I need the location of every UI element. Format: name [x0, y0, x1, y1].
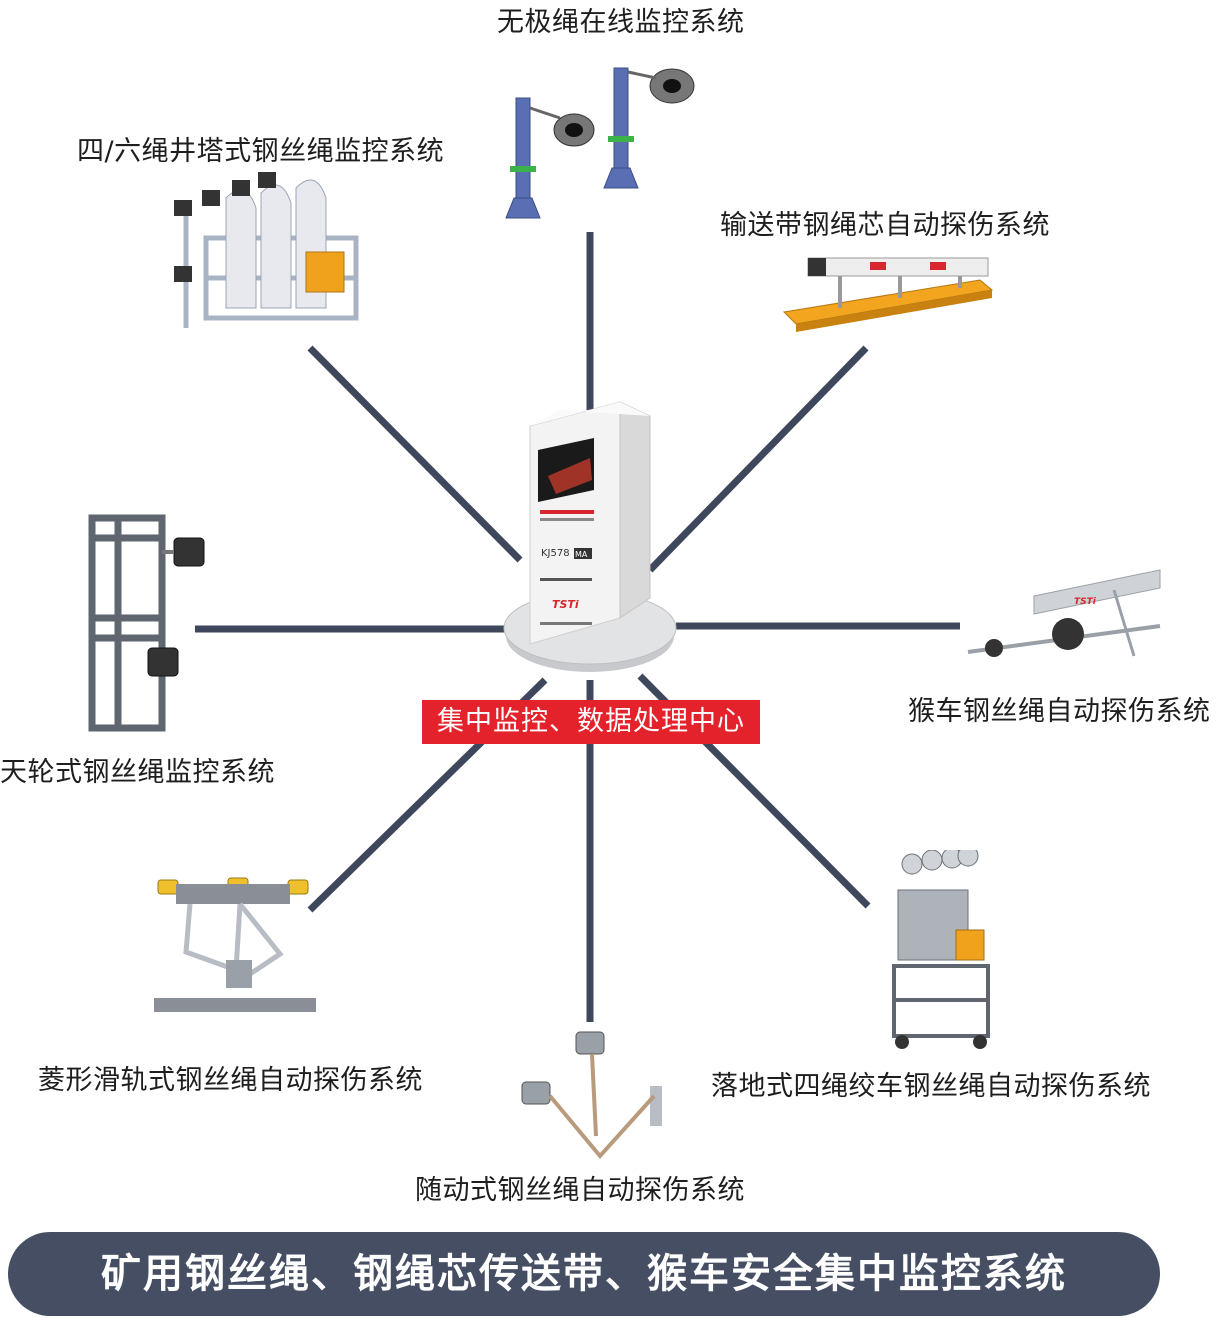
cabinet-model: KJ578	[541, 548, 570, 559]
endless-rope-device	[505, 67, 695, 219]
conveyor-device	[782, 257, 994, 332]
label-monkey-car: 猴车钢丝绳自动探伤系统	[908, 696, 1211, 727]
monkey-car-logo: TSTi	[1074, 597, 1097, 607]
monitoring-cabinet: KJ578 MA TSTi	[503, 401, 677, 672]
connector-top-right	[647, 345, 869, 573]
connector-top-left	[307, 345, 523, 563]
label-follower: 随动式钢丝绳自动探伤系统	[415, 1175, 745, 1206]
label-floor-winch: 落地式四绳绞车钢丝绳自动探伤系统	[711, 1071, 1151, 1102]
floor-winch-device	[892, 850, 990, 1049]
cabinet-mark: MA	[575, 550, 588, 559]
rhombic-rail-device	[154, 877, 316, 1012]
monkey-car-device: TSTi	[967, 569, 1161, 657]
sheave-device	[88, 514, 205, 732]
tower-rope-device	[174, 172, 359, 328]
label-tower-rope: 四/六绳井塔式钢丝绳监控系统	[77, 136, 445, 167]
cabinet-logo: TSTi	[552, 598, 579, 611]
center-badge: 集中监控、数据处理中心	[422, 700, 760, 744]
label-rhombic-rail: 菱形滑轨式钢丝绳自动探伤系统	[38, 1065, 423, 1096]
follower-device	[521, 1031, 662, 1160]
label-sheave: 天轮式钢丝绳监控系统	[0, 757, 275, 788]
label-endless-rope: 无极绳在线监控系统	[497, 7, 745, 38]
label-conveyor: 输送带钢绳芯自动探伤系统	[720, 210, 1050, 241]
footer-banner: 矿用钢丝绳、钢绳芯传送带、猴车安全集中监控系统	[8, 1232, 1160, 1316]
